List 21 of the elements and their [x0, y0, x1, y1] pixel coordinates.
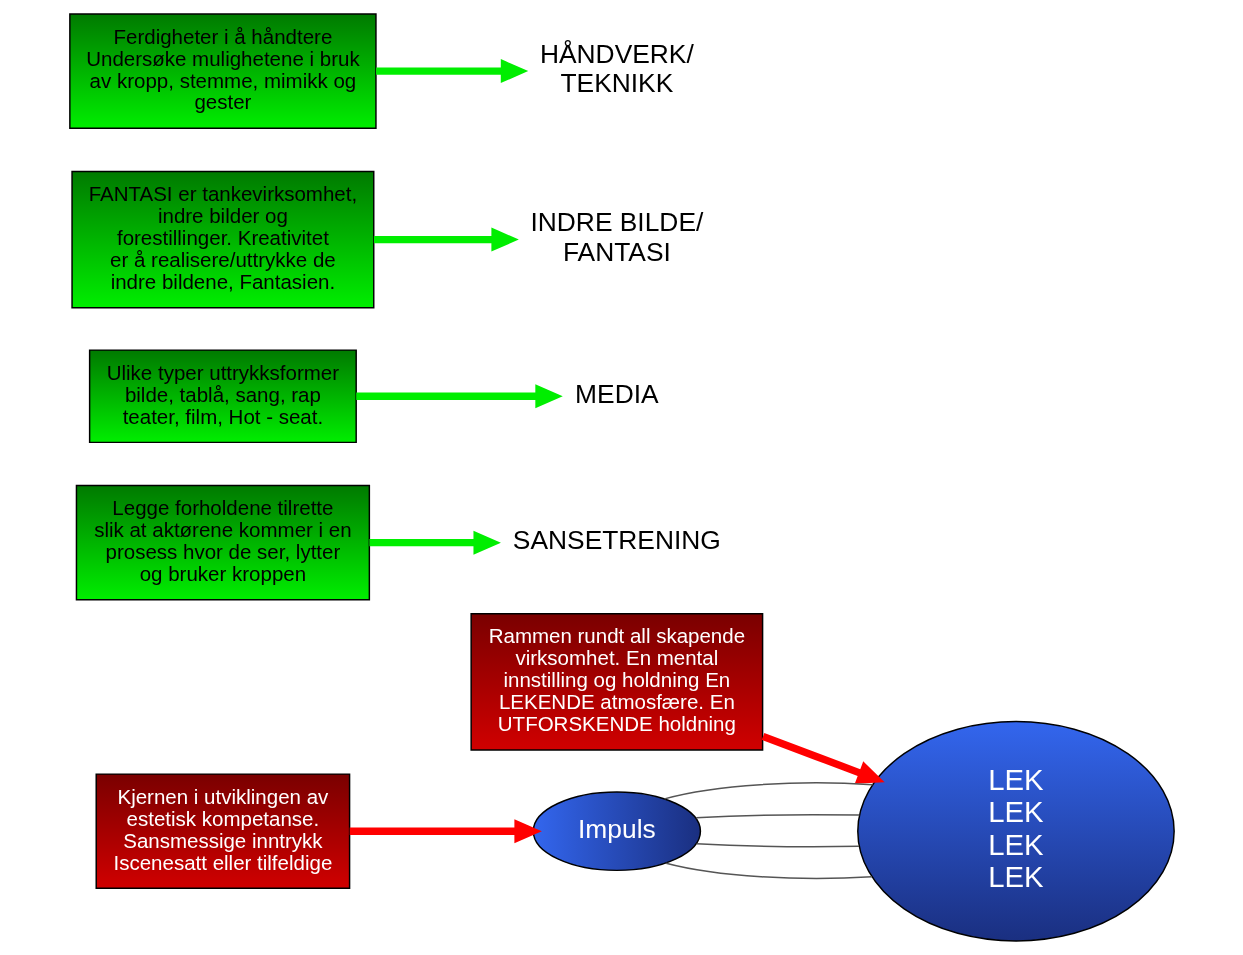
node-box: Ulike typer uttrykksformer bilde, tablå, sang, rap teater, film, Hot - seat. — [88, 349, 357, 444]
arrow — [375, 59, 528, 84]
connector — [664, 862, 873, 880]
arrow — [355, 384, 563, 409]
connector — [695, 843, 860, 848]
node-box: FANTASI er tankevirksomhet, indre bilder og forestillinger. Kreativitet er å realisere/uttrykke de indre bildene, Fantasien. — [70, 170, 374, 309]
node-box: Rammen rundt all skapende virksomhet. En mental innstilling og holdning En LEKENDE atmosfære. En UTFORSKENDE holdning — [469, 613, 763, 751]
arrow — [349, 819, 542, 844]
node-ellipse: Impuls — [532, 791, 701, 872]
arrow — [368, 530, 501, 555]
connector — [694, 814, 860, 819]
connector — [663, 782, 873, 800]
node-box: Kjernen i utviklingen av estetisk kompetanse. Sansmessige inntrykk Iscenesatt eller tilfeldige — [95, 773, 350, 890]
node-text: HÅNDVERK/ TEKNIKK — [539, 38, 694, 99]
node-box: Legge forholdene tilrette slik at aktørene kommer i en prosess hvor de ser, lytter og bruker kroppen — [75, 484, 370, 601]
node-box: Ferdigheter i å håndtere Undersøke mulighetene i bruk av kropp, stemme, mimikk og gester — [68, 13, 377, 129]
node-text: INDRE BILDE/ FANTASI — [529, 207, 703, 267]
arrow — [373, 227, 519, 252]
node-text: SANSETRENING — [512, 525, 721, 556]
node-text: MEDIA — [574, 378, 659, 409]
arrow — [761, 732, 885, 784]
